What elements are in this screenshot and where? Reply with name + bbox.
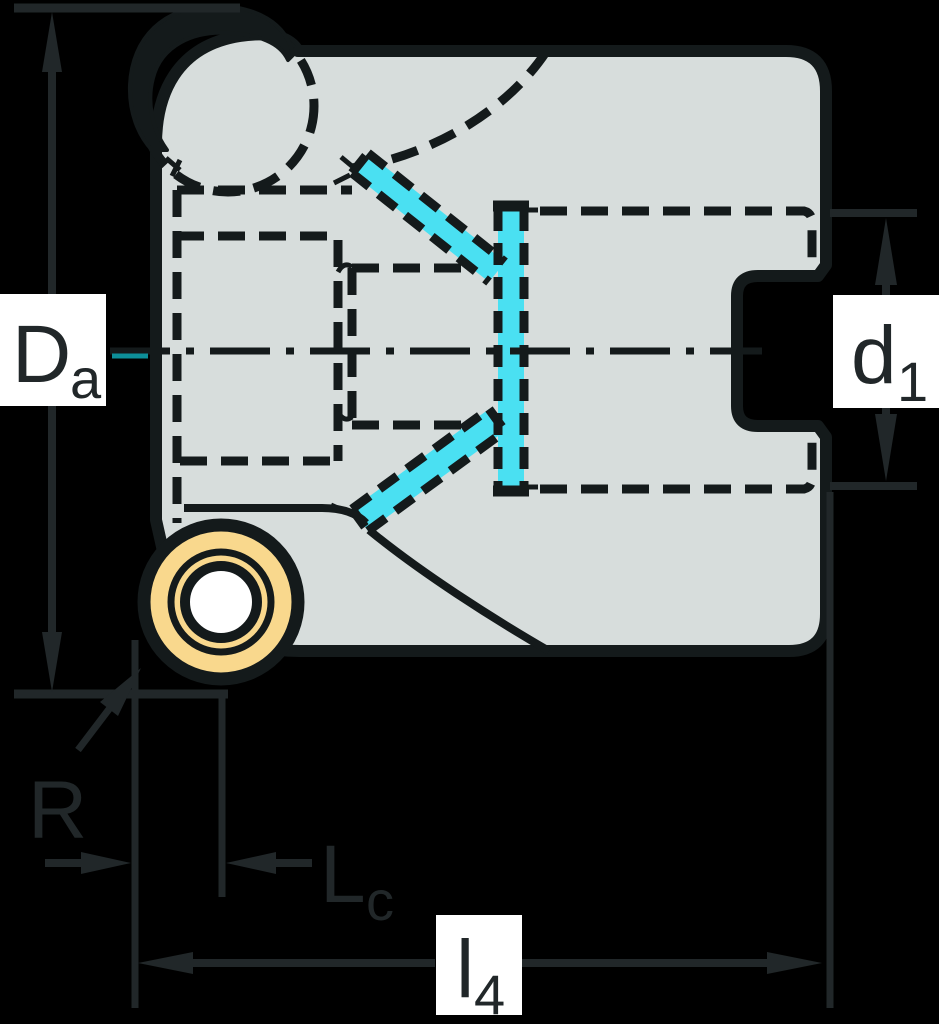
arrow-right-icon: [81, 852, 131, 874]
insert-inner-ring: [167, 548, 275, 656]
arrow-up-icon: [875, 218, 897, 285]
coolant-channel-lower: [352, 409, 505, 531]
round-insert: [137, 518, 305, 686]
arrow-up-icon: [42, 12, 62, 72]
dimension-da: Da: [0, 3, 240, 699]
arrow-left-icon: [138, 952, 193, 974]
coolant-channel-upper: [352, 153, 505, 282]
arrow-down-icon: [42, 632, 62, 692]
center-axis: [110, 338, 762, 364]
coolant-channels: [164, 149, 538, 535]
l4-label: l4: [456, 924, 505, 1024]
lc-label: Lc: [320, 829, 394, 932]
arrow-down-icon: [875, 414, 897, 481]
d1-label-box: [833, 295, 939, 408]
arrow-left-icon: [226, 852, 276, 874]
dimension-l4: l4: [131, 492, 834, 1024]
hidden-bore-lines: [172, 49, 817, 523]
r-label: R: [28, 765, 87, 856]
da-label: Da: [12, 309, 102, 410]
dimension-d1: d1: [830, 209, 939, 490]
dimension-lc: Lc: [45, 692, 394, 932]
da-label-box: [0, 294, 106, 406]
d1-label: d1: [851, 310, 928, 413]
arrow-right-icon: [767, 952, 822, 974]
insert-screw-hole: [180, 561, 262, 643]
l4-label-box: [436, 915, 522, 1015]
flute-lines: [184, 504, 552, 655]
arrow-upright-icon: [100, 668, 141, 716]
dimension-r: R: [28, 668, 141, 856]
